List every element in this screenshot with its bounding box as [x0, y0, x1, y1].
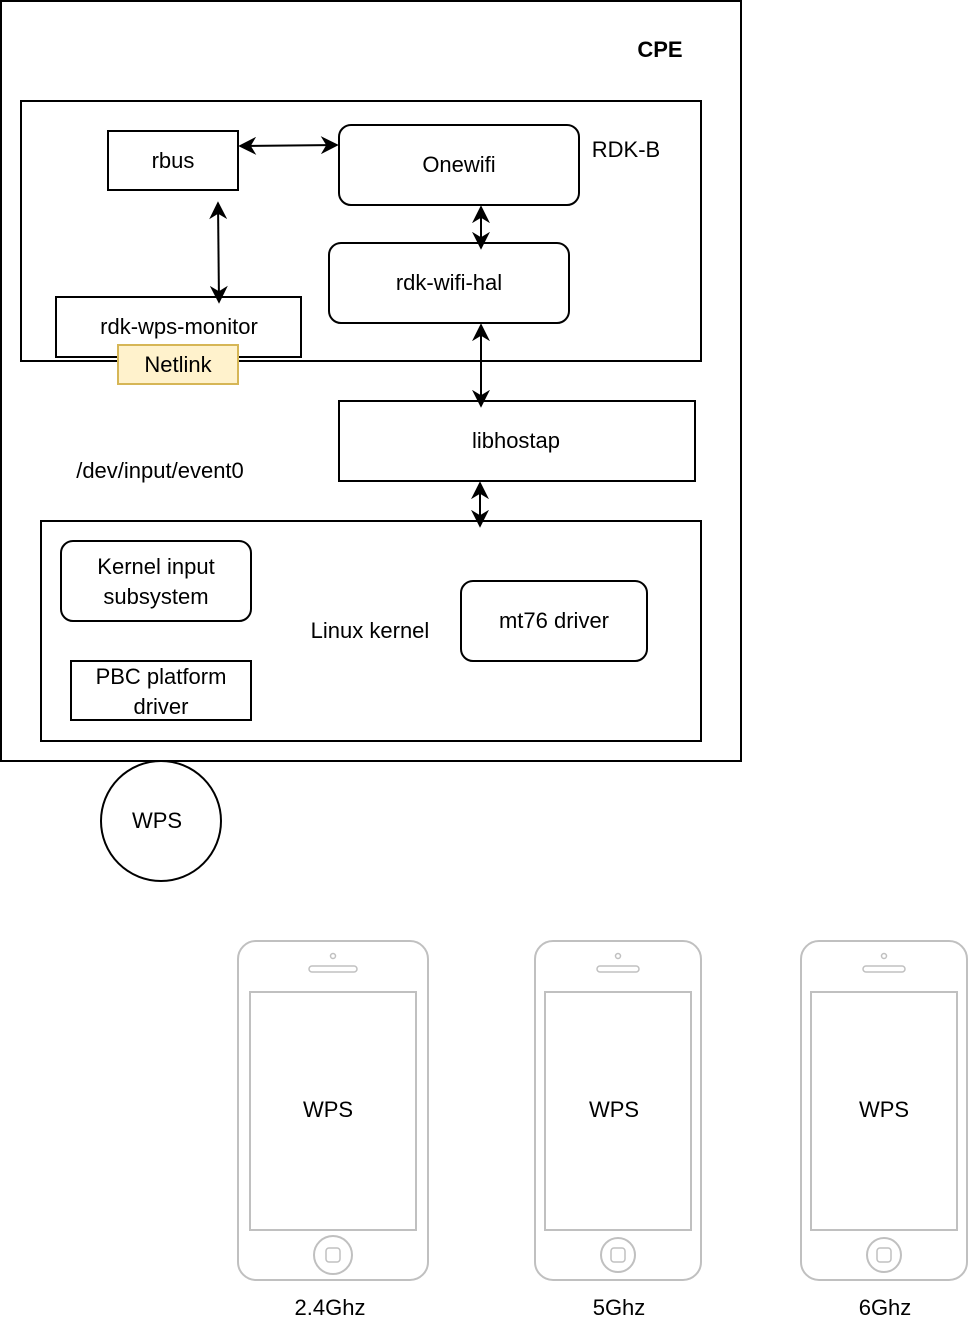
rbus-label: rbus	[152, 148, 195, 173]
phone-screen-text: WPS	[859, 1097, 909, 1122]
wps-button-label: WPS	[132, 808, 182, 833]
kernel-input-label-line2: subsystem	[103, 584, 208, 609]
mt76-driver-label: mt76 driver	[499, 608, 609, 633]
phone-2-4ghz: WPS	[237, 940, 429, 1281]
onewifi-node: Onewifi	[338, 124, 580, 206]
kernel-input-label-line1: Kernel input	[97, 554, 214, 579]
kernel-input-node: Kernel input subsystem	[60, 540, 252, 622]
rbus-node: rbus	[107, 130, 239, 191]
arrow-rbus-wps-monitor	[209, 201, 228, 304]
rdkb-container: RDK-B	[20, 100, 702, 362]
band-label-6ghz: 6Ghz	[859, 1295, 912, 1320]
wps-button: WPS	[100, 760, 222, 882]
libhostap-node: libhostap	[338, 400, 696, 482]
pbc-driver-node: PBC platform driver	[70, 660, 252, 721]
arrow-rbus-onewifi	[238, 136, 339, 155]
pbc-driver-label-line2: driver	[133, 694, 188, 719]
band-label-5ghz: 5Ghz	[593, 1295, 646, 1320]
linux-kernel-label: Linux kernel	[311, 618, 430, 643]
libhostap-label: libhostap	[472, 428, 560, 453]
mt76-driver-node: mt76 driver	[460, 580, 648, 662]
linux-kernel-container: Linux kernel	[40, 520, 702, 742]
cpe-label: CPE	[637, 37, 682, 62]
phone-screen-text: WPS	[303, 1097, 353, 1122]
rdk-wps-monitor-label: rdk-wps-monitor	[100, 314, 258, 339]
rdk-wifi-hal-node: rdk-wifi-hal	[328, 242, 570, 324]
rdk-wifi-hal-label: rdk-wifi-hal	[396, 270, 502, 295]
band-label-2-4ghz: 2.4Ghz	[295, 1295, 366, 1320]
netlink-node: Netlink	[117, 344, 239, 385]
onewifi-label: Onewifi	[422, 152, 495, 177]
pbc-driver-label-line1: PBC platform	[96, 664, 227, 689]
phone-6ghz: WPS	[800, 940, 968, 1281]
netlink-label: Netlink	[144, 352, 212, 377]
phone-5ghz: WPS	[534, 940, 702, 1281]
phone-screen-text: WPS	[589, 1097, 639, 1122]
dev-input-label: /dev/input/event0	[76, 458, 244, 483]
rdkb-label: RDK-B	[592, 137, 660, 162]
